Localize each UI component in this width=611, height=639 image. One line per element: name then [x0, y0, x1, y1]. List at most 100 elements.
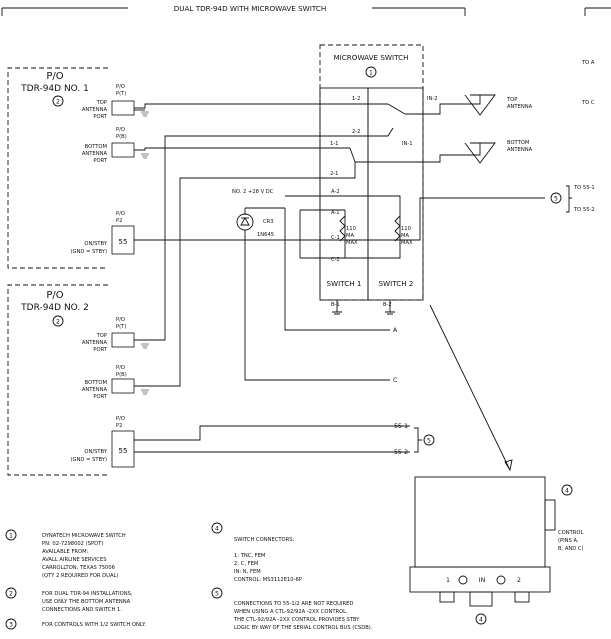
- unit1-conn-b-2: P(B): [116, 134, 127, 140]
- pin-b-2: B-2: [383, 302, 392, 308]
- pin-b-1: B-1: [331, 302, 340, 308]
- switch-1-label: SWITCH 1: [326, 279, 361, 288]
- microwave-switch: MICROWAVE SWITCH 1 SWITCH 1 SWITCH 2 1-2…: [232, 44, 470, 315]
- note5-line2: WHEN USING A CTL-92/92A -2XX CONTROL.: [234, 609, 348, 615]
- note4-line3: 1: TNC, FEM: [234, 553, 265, 559]
- note5-line3: THE CTL-92/92A -2XX CONTROL PROVIDES STB…: [233, 617, 360, 623]
- unit2-conn-p2-1: P/O: [116, 416, 125, 422]
- unit1-pin: 55: [118, 237, 127, 246]
- unit2-conn-t-2: P(T): [116, 324, 126, 330]
- note1-line5: CARROLLTON, TEXAS 75006: [42, 565, 115, 571]
- wiring: [134, 103, 545, 453]
- note5-ref: 5: [215, 591, 219, 598]
- port-1-2: 1-2: [352, 96, 360, 102]
- unit2-po: P/O: [46, 290, 63, 301]
- unit2-conn-b-2: P(B): [116, 372, 127, 378]
- note1-line4: AVALL AIRLINE SERVICES: [42, 557, 106, 563]
- unit2-on-stby: ON/STBY: [84, 449, 107, 455]
- coil1-3: MAX: [346, 240, 358, 246]
- unit1-gnd: (GND = STBY): [71, 249, 108, 255]
- bottom-antenna-2: ANTENNA: [507, 147, 533, 153]
- unit1-conn-p2-2: P2: [116, 218, 122, 224]
- detail-port-2: 2: [517, 577, 521, 584]
- wires-note-ref: 5: [427, 438, 431, 445]
- note4-ref: 4: [215, 526, 219, 533]
- power-label: NO. 2 +28 V DC: [232, 189, 274, 195]
- tdr-94d-unit-2: P/O TDR-94D NO. 2 2 TOP ANTENNA PORT P/O…: [7, 284, 135, 476]
- unit2-bottom-port-2: ANTENNA: [82, 387, 108, 393]
- wire-55-2: 55-2: [394, 449, 408, 456]
- note4-line5: IN: N, FEM: [234, 569, 261, 575]
- note5-line1: CONNECTIONS TO 55-1/2 ARE NOT REQUIRED: [234, 601, 353, 607]
- note4-line4: 2: C, FEM: [234, 561, 258, 567]
- wire-a: A: [393, 327, 398, 334]
- note2-line3: CONNECTIONS AND SWITCH 1.: [42, 607, 122, 613]
- unit1-on-stby: ON/STBY: [84, 241, 107, 247]
- unit2-top-port-1: TOP: [96, 333, 107, 339]
- coil1-2: MA: [346, 233, 354, 239]
- unit1-conn-t-2: P(T): [116, 91, 126, 97]
- unit1-note-ref: 2: [56, 99, 60, 106]
- unit1-conn-t-1: P/O: [116, 84, 125, 90]
- unit1-top-port-2: ANTENNA: [82, 107, 108, 113]
- unit2-bottom-port-1: BOTTOM: [85, 380, 107, 386]
- switch-title: MICROWAVE SWITCH: [333, 53, 408, 62]
- to-a-label: TO A: [581, 60, 595, 66]
- note1-line1: DYNATECH MICROWAVE SWITCH: [42, 533, 126, 539]
- diagram-title: DUAL TDR-94D WITH MICROWAVE SWITCH: [174, 4, 327, 13]
- note2-line1: FOR DUAL TDR-94 INSTALLATIONS,: [42, 591, 133, 597]
- unit2-pin: 55: [118, 446, 127, 455]
- wire-55-1: 55-1: [394, 423, 408, 430]
- unit1-conn-p2-1: P/O: [116, 211, 125, 217]
- wire-c: C: [393, 377, 397, 384]
- to-c-label: TO C: [581, 100, 595, 106]
- to-55-1-label: TO 55-1: [573, 185, 595, 191]
- pin-a-2: A-2: [331, 189, 340, 195]
- detail-control-2: (PINS A,: [558, 538, 579, 544]
- switch-2-label: SWITCH 2: [378, 279, 413, 288]
- diode-label-2: 1N645: [257, 232, 274, 238]
- unit2-conn-p2-2: P2: [116, 423, 122, 429]
- port-2-1: 2-1: [330, 171, 338, 177]
- detail-control-1: CONTROL: [558, 530, 583, 536]
- coil2-1: 110: [401, 226, 411, 232]
- unit1-bottom-port-3: PORT: [93, 158, 107, 164]
- top-antenna-2: ANTENNA: [507, 104, 533, 110]
- detail-port-in: IN: [479, 577, 486, 584]
- note1-line2: PN: 02-7298002 (SPDT): [42, 541, 103, 547]
- port-1-1: 1-1: [330, 141, 338, 147]
- note1-line6: (QTY 2 REQUIRED FOR DUAL): [42, 573, 118, 579]
- unit2-conn-b-1: P/O: [116, 365, 125, 371]
- unit2-bottom-port-3: PORT: [93, 394, 107, 400]
- note4-line6: CONTROL: MS3112E10-6P: [234, 577, 302, 583]
- note3-line1: FOR CONTROLS WITH 1/2 SWITCH ONLY.: [42, 622, 146, 628]
- unit2-top-port-2: ANTENNA: [82, 340, 108, 346]
- note1-ref: 1: [9, 533, 13, 540]
- note1-line3: AVAILABLE FROM:: [42, 549, 89, 555]
- coil1-1: 110: [346, 226, 356, 232]
- unit2-note-ref: 2: [56, 319, 60, 326]
- port-in-2: IN-2: [427, 96, 438, 102]
- unit1-bottom-port-1: BOTTOM: [85, 144, 107, 150]
- switch-detail: 4 CONTROL (PINS A, B, AND C) 1 IN 2 4: [409, 304, 584, 625]
- unit2-top-port-3: PORT: [93, 347, 107, 353]
- detail-control-3: B, AND C): [558, 546, 584, 552]
- notes: 1 DYNATECH MICROWAVE SWITCH PN: 02-72980…: [5, 522, 373, 631]
- coil2-3: MAX: [401, 240, 413, 246]
- note5-line4: LOGIC BY WAY OF THE SERIAL CONTROL BUS (…: [234, 625, 373, 631]
- port-2-2: 2-2: [352, 129, 360, 135]
- tdr-94d-unit-1: P/O TDR-94D NO. 1 2 TOP ANTENNA PORT P/O…: [7, 67, 135, 269]
- wire-labels: A C 55-1 55-2 5: [393, 327, 435, 456]
- note2-ref: 2: [9, 591, 13, 598]
- unit1-top-port-3: PORT: [93, 114, 107, 120]
- unit2-gnd: (GND = STBY): [71, 457, 108, 463]
- detail-note-ref-top: 4: [565, 488, 569, 495]
- coil2-2: MA: [401, 233, 409, 239]
- unit1-conn-b-1: P/O: [116, 127, 125, 133]
- note4-line1: SWITCH CONNECTORS:: [234, 537, 295, 543]
- unit2-name: TDR-94D NO. 2: [20, 303, 89, 313]
- note3-ref: 3: [9, 622, 13, 629]
- unit1-name: TDR-94D NO. 1: [20, 84, 89, 94]
- port-in-1: IN-1: [402, 141, 413, 147]
